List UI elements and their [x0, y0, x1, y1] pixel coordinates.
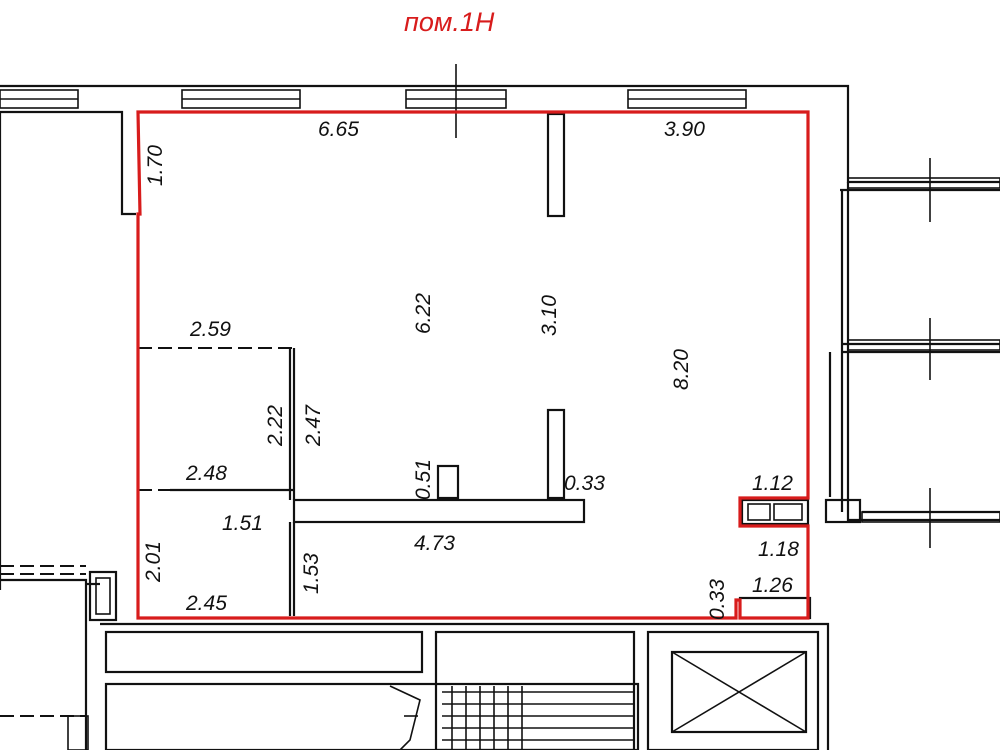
dim-shaft-width: 1.12 — [752, 472, 793, 495]
dim-room-a-depth-2: 2.47 — [302, 404, 325, 447]
dim-room-b-bottom: 2.45 — [185, 592, 227, 615]
dim-top-left-width: 6.65 — [318, 118, 359, 141]
staircase — [389, 685, 634, 750]
dim-right-recess: 1.18 — [758, 538, 799, 561]
dim-top-right-width: 3.90 — [664, 118, 705, 141]
dim-partition: 3.10 — [538, 295, 561, 336]
dim-room-a-width: 2.59 — [189, 318, 231, 341]
dim-room-a-depth-1: 2.22 — [264, 405, 287, 447]
dim-right-depth: 8.20 — [670, 349, 693, 390]
dim-room-b-depth-1: 2.01 — [142, 541, 165, 583]
unit-title: пом.1Н — [404, 7, 495, 37]
dim-wall-end: 0.33 — [564, 472, 605, 495]
dim-column-small: 0.51 — [412, 459, 435, 500]
dim-bottom-right-depth: 0.33 — [706, 579, 729, 620]
dim-room-b-depth-2: 1.53 — [300, 553, 323, 594]
dim-left-niche: 1.70 — [144, 145, 167, 186]
dim-main-depth: 6.22 — [412, 293, 435, 334]
dim-corridor-length: 4.73 — [414, 532, 455, 555]
dimension-labels: 6.65 3.90 1.70 6.22 3.10 8.20 2.59 2.22 … — [142, 118, 799, 620]
partitions — [170, 112, 862, 620]
dim-room-a-bottom: 2.48 — [185, 462, 227, 485]
axis-ticks — [455, 64, 931, 548]
dim-bottom-right-width: 1.26 — [752, 574, 793, 597]
windows — [0, 89, 1000, 523]
unit-boundary — [136, 110, 810, 620]
dim-room-b-top: 1.51 — [222, 512, 263, 535]
lower-block — [67, 570, 830, 750]
